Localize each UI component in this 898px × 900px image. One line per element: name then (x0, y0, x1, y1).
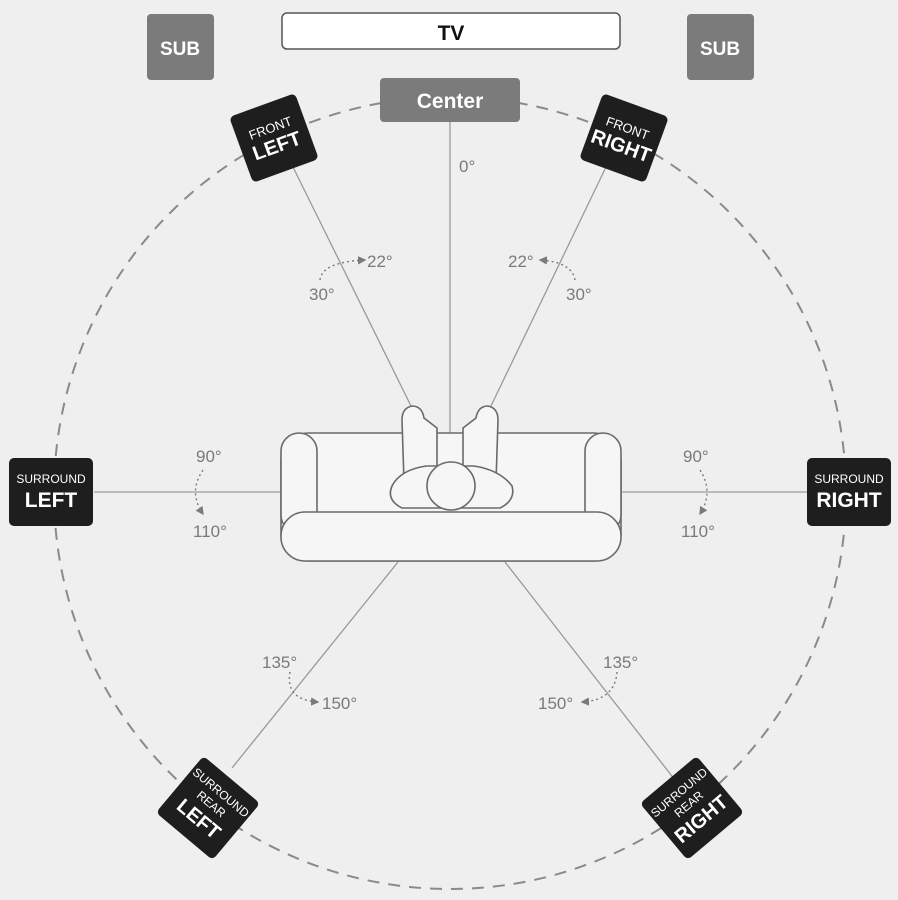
front-right-box (580, 94, 668, 182)
side-left-angle-a: 90° (196, 447, 222, 466)
rear-right-angle-b: 150° (538, 694, 573, 713)
side-right-angle-a: 90° (683, 447, 709, 466)
listener-left-leg (401, 405, 438, 483)
rear-left-box (157, 757, 259, 859)
sub-left-label: SUB (160, 39, 200, 60)
surround-left-speaker: SURROUND LEFT (9, 458, 93, 526)
front-left-line (291, 164, 413, 409)
center-angle-label: 0° (459, 157, 475, 176)
rear-left-speaker: SURROUND REAR LEFT (157, 757, 259, 859)
rear-left-line (231, 561, 399, 769)
sub-left-box (147, 14, 214, 80)
rear-right-box (641, 757, 743, 859)
sofa-with-listener (280, 405, 622, 562)
sofa-seat-front (280, 511, 622, 562)
front-left-angle-a: 22° (367, 252, 393, 271)
surround-right-box (807, 458, 891, 526)
sub-left: SUB (147, 14, 214, 80)
rear-right-speaker: SURROUND REAR RIGHT (641, 757, 743, 859)
tv-box (281, 12, 621, 50)
front-left-arc (319, 256, 367, 281)
surround-left-line1: SURROUND (16, 472, 86, 486)
tv: TV (281, 12, 621, 50)
sub-right-label: SUB (700, 39, 740, 60)
rear-right-arc (580, 671, 618, 706)
listener-right-leg (462, 405, 499, 483)
center-speaker: Center (380, 78, 520, 122)
rear-right-line (504, 561, 676, 781)
front-right-speaker: FRONT RIGHT (580, 94, 668, 182)
center-box (380, 78, 520, 122)
surround-right-line1: SURROUND (814, 472, 884, 486)
rear-right-angle-a: 135° (603, 653, 638, 672)
tv-label: TV (438, 22, 465, 45)
center-label: Center (417, 90, 484, 113)
sub-right: SUB (687, 14, 754, 80)
front-right-arc (538, 256, 576, 281)
front-left-speaker: FRONT LEFT (230, 94, 318, 182)
side-left-angle-b: 110° (193, 522, 227, 541)
front-right-line (489, 164, 608, 409)
side-right-angle-b: 110° (681, 522, 715, 541)
sub-right-box (687, 14, 754, 80)
rear-left-angle-a: 135° (262, 653, 297, 672)
front-right-angle-a: 22° (508, 252, 534, 271)
front-right-angle-b: 30° (566, 285, 592, 304)
surround-left-box (9, 458, 93, 526)
front-left-angle-b: 30° (309, 285, 335, 304)
surround-right-line2: RIGHT (816, 489, 882, 512)
direction-lines (94, 122, 808, 781)
surround-right-speaker: SURROUND RIGHT (807, 458, 891, 526)
rear-left-arc (288, 671, 320, 706)
rear-left-angle-b: 150° (322, 694, 357, 713)
front-left-box (230, 94, 318, 182)
surround-left-line2: LEFT (25, 489, 78, 512)
angle-arcs (194, 256, 708, 706)
listener-head (426, 461, 476, 511)
